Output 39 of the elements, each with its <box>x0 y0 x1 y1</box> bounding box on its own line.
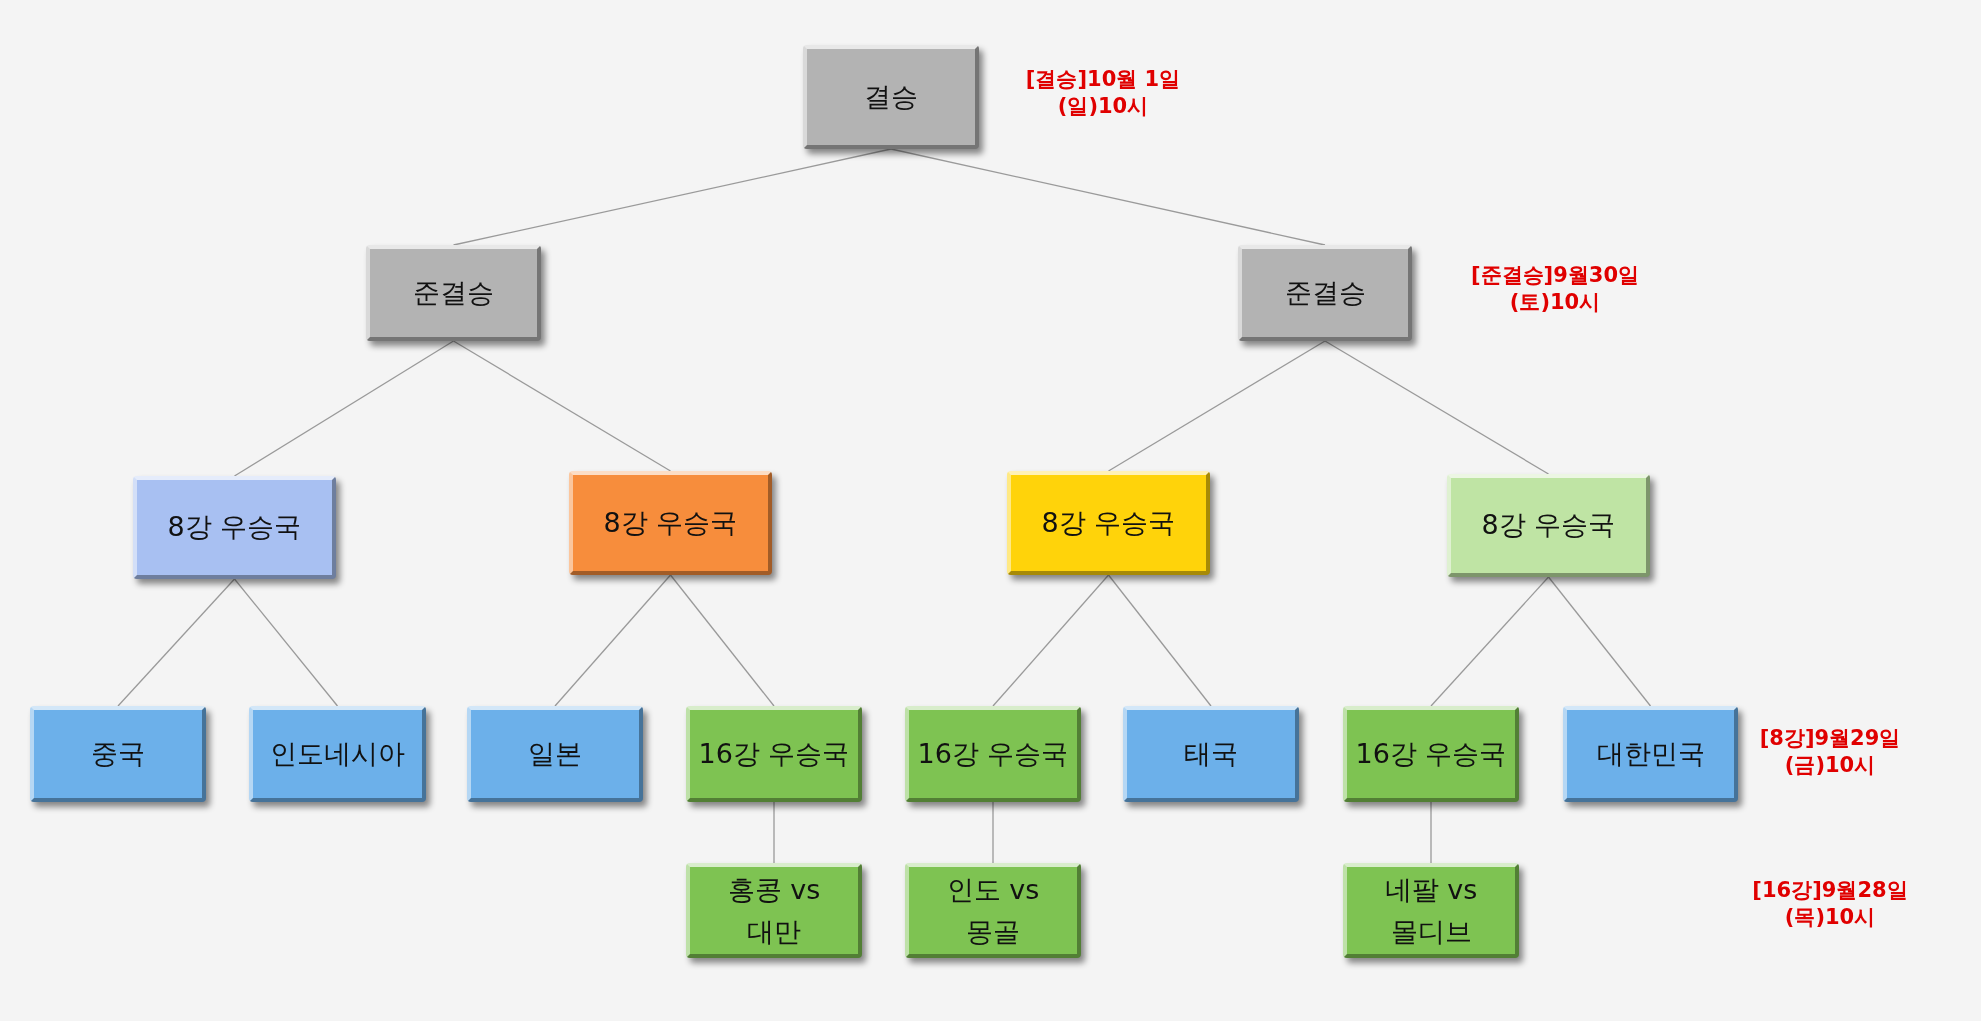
connector-line <box>1547 576 1652 707</box>
team-box: 대한민국 <box>1563 706 1738 802</box>
quarterfinal-box: 8강 우승국 <box>1007 471 1210 575</box>
connector-line <box>452 148 892 246</box>
team-box: 중국 <box>30 706 206 802</box>
connector-line <box>1324 340 1550 475</box>
schedule-note: [16강]9월28일 (목)10시 <box>1751 877 1909 932</box>
connector-line <box>1430 576 1550 707</box>
connector-line <box>1107 574 1212 707</box>
schedule-note: [8강]9월29일 (금)10시 <box>1758 725 1902 780</box>
team-box: 인도 vs 몽골 <box>905 863 1081 958</box>
connector-line <box>1430 801 1432 864</box>
team-box: 16강 우승국 <box>905 706 1081 802</box>
connector-line <box>452 340 672 472</box>
team-box: 네팔 vs 몰디브 <box>1343 863 1519 958</box>
semifinal-box: 준결승 <box>1238 245 1412 341</box>
quarterfinal-box: 8강 우승국 <box>569 471 772 575</box>
team-box: 태국 <box>1123 706 1299 802</box>
connector-line <box>117 578 236 707</box>
connector-line <box>992 801 994 864</box>
team-box: 일본 <box>467 706 643 802</box>
connector-line <box>992 574 1110 707</box>
team-box: 16강 우승국 <box>686 706 862 802</box>
quarterfinal-box: 8강 우승국 <box>133 476 336 579</box>
connector-line <box>773 801 775 864</box>
team-box: 16강 우승국 <box>1343 706 1519 802</box>
connector-line <box>1107 340 1326 472</box>
connector-line <box>233 340 455 477</box>
team-box: 인도네시아 <box>249 706 426 802</box>
quarterfinal-box: 8강 우승국 <box>1447 474 1650 577</box>
connector-line <box>669 574 775 707</box>
team-box: 홍콩 vs 대만 <box>686 863 862 958</box>
semifinal-box: 준결승 <box>366 245 541 341</box>
schedule-note: [준결승]9월30일 (토)10시 <box>1470 262 1640 317</box>
connector-line <box>233 578 339 707</box>
schedule-note: [결승]10월 1일 (일)10시 <box>1024 66 1182 121</box>
final-box: 결승 <box>803 45 979 149</box>
connector-line <box>890 148 1326 246</box>
connector-line <box>554 574 672 707</box>
